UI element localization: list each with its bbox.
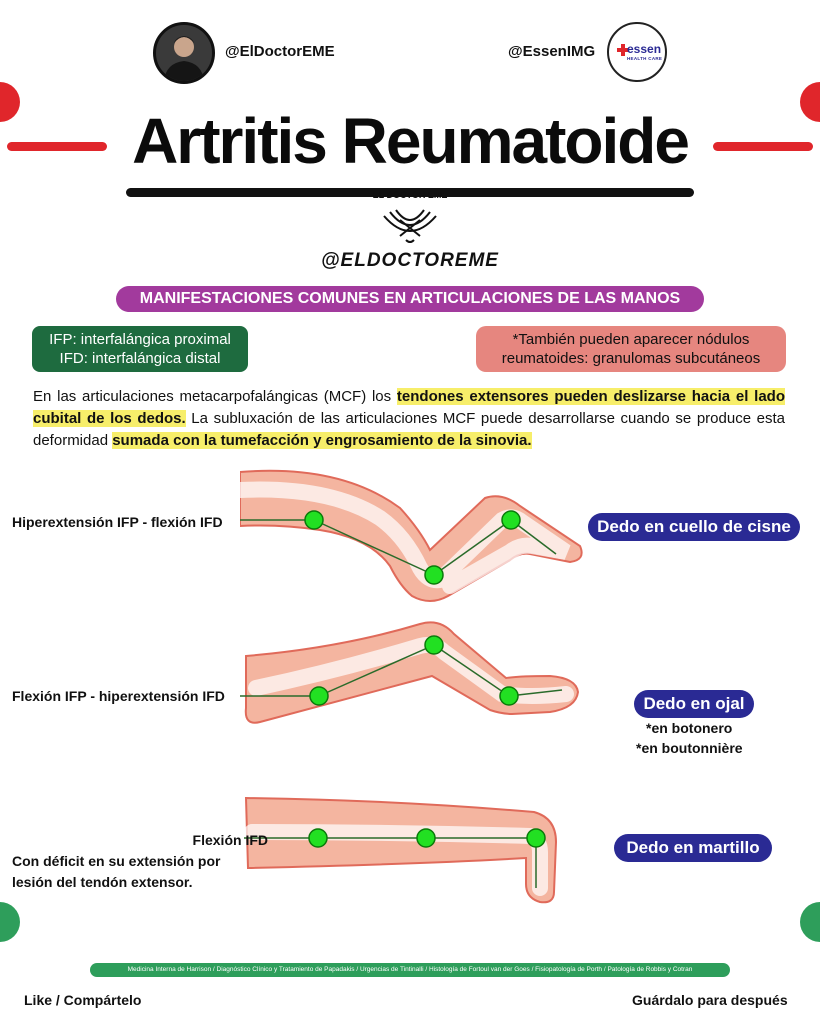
boutonniere-note-1: *en botonero: [646, 720, 733, 736]
swan-neck-name: Dedo en cuello de cisne: [588, 513, 800, 541]
references-bar: Medicina Interna de Harrison / Diagnósti…: [90, 963, 730, 977]
title-line-left: [7, 142, 107, 151]
mallet-label-line1: Flexión IFD: [192, 832, 268, 848]
joint-ifd: [526, 828, 546, 848]
mallet-name: Dedo en martillo: [614, 834, 772, 862]
brand-emblem-icon: [383, 209, 437, 243]
joint-mcf: [309, 686, 329, 706]
essen-cross-icon: [617, 44, 629, 56]
joint-ifp: [424, 565, 444, 585]
joint-ifp: [416, 828, 436, 848]
mallet-label-line3: lesión del tendón extensor.: [12, 874, 193, 890]
section-title: MANIFESTACIONES COMUNES EN ARTICULACIONE…: [116, 286, 704, 312]
nodules-note-line2: reumatoides: granulomas subcutáneos: [501, 350, 761, 367]
red-deco-dot-right: [800, 82, 820, 122]
page-title: Artritis Reumatoide: [132, 105, 690, 177]
swan-neck-label: Hiperextensión IFP - flexión IFD: [12, 514, 223, 530]
brand-small: EL DOCTOR EME: [372, 190, 448, 200]
red-deco-dot-left: [0, 82, 20, 122]
person-icon: [156, 25, 212, 81]
joint-mcf: [304, 510, 324, 530]
left-handle[interactable]: @ElDoctorEME: [225, 43, 335, 60]
definitions-box: IFP: interfalángica proximal IFD: interf…: [32, 326, 248, 372]
paragraph-highlight-2: sumada con la tumefacción y engrosamient…: [112, 432, 532, 449]
nodules-note-line1: *También pueden aparecer nódulos: [512, 331, 750, 348]
green-deco-dot-left: [0, 902, 20, 942]
boutonniere-label: Flexión IFP - hiperextensión IFD: [12, 688, 225, 704]
boutonniere-finger-illustration: [240, 621, 580, 724]
mallet-label-line2: Con déficit en su extensión por: [12, 853, 221, 869]
logo-text: essen: [627, 42, 662, 56]
description-paragraph: En las articulaciones metacarpofalángica…: [33, 386, 785, 452]
nodules-note-box: *También pueden aparecer nódulos reumato…: [476, 326, 786, 372]
green-deco-dot-right: [800, 902, 820, 942]
joint-ifp: [424, 635, 444, 655]
joint-mcf: [308, 828, 328, 848]
boutonniere-name: Dedo en ojal: [634, 690, 754, 718]
footer-like-share[interactable]: Like / Compártelo: [24, 992, 142, 1008]
joint-ifd: [499, 686, 519, 706]
joint-ifd: [501, 510, 521, 530]
avatar[interactable]: [153, 22, 215, 84]
footer-save-later[interactable]: Guárdalo para después: [632, 992, 788, 1008]
title-underline: [126, 188, 694, 197]
swan-neck-finger-illustration: [240, 469, 583, 602]
logo-subtext: HEALTH CARE: [627, 56, 663, 61]
paragraph-text-1: En las articulaciones metacarpofalángica…: [33, 388, 397, 405]
definition-ifp: IFP: interfalángica proximal: [49, 331, 231, 348]
brand-handle: @ELDOCTOREME: [321, 250, 499, 271]
paragraph-text-2: La subluxación de las articulaciones MCF…: [33, 410, 785, 449]
boutonniere-note-2: *en boutonnière: [636, 740, 743, 756]
essen-logo[interactable]: essen HEALTH CARE: [607, 22, 667, 82]
definition-ifd: IFD: interfalángica distal: [59, 350, 221, 367]
title-line-right: [713, 142, 813, 151]
mallet-finger-illustration: [244, 796, 558, 904]
right-handle[interactable]: @EssenIMG: [508, 43, 596, 60]
